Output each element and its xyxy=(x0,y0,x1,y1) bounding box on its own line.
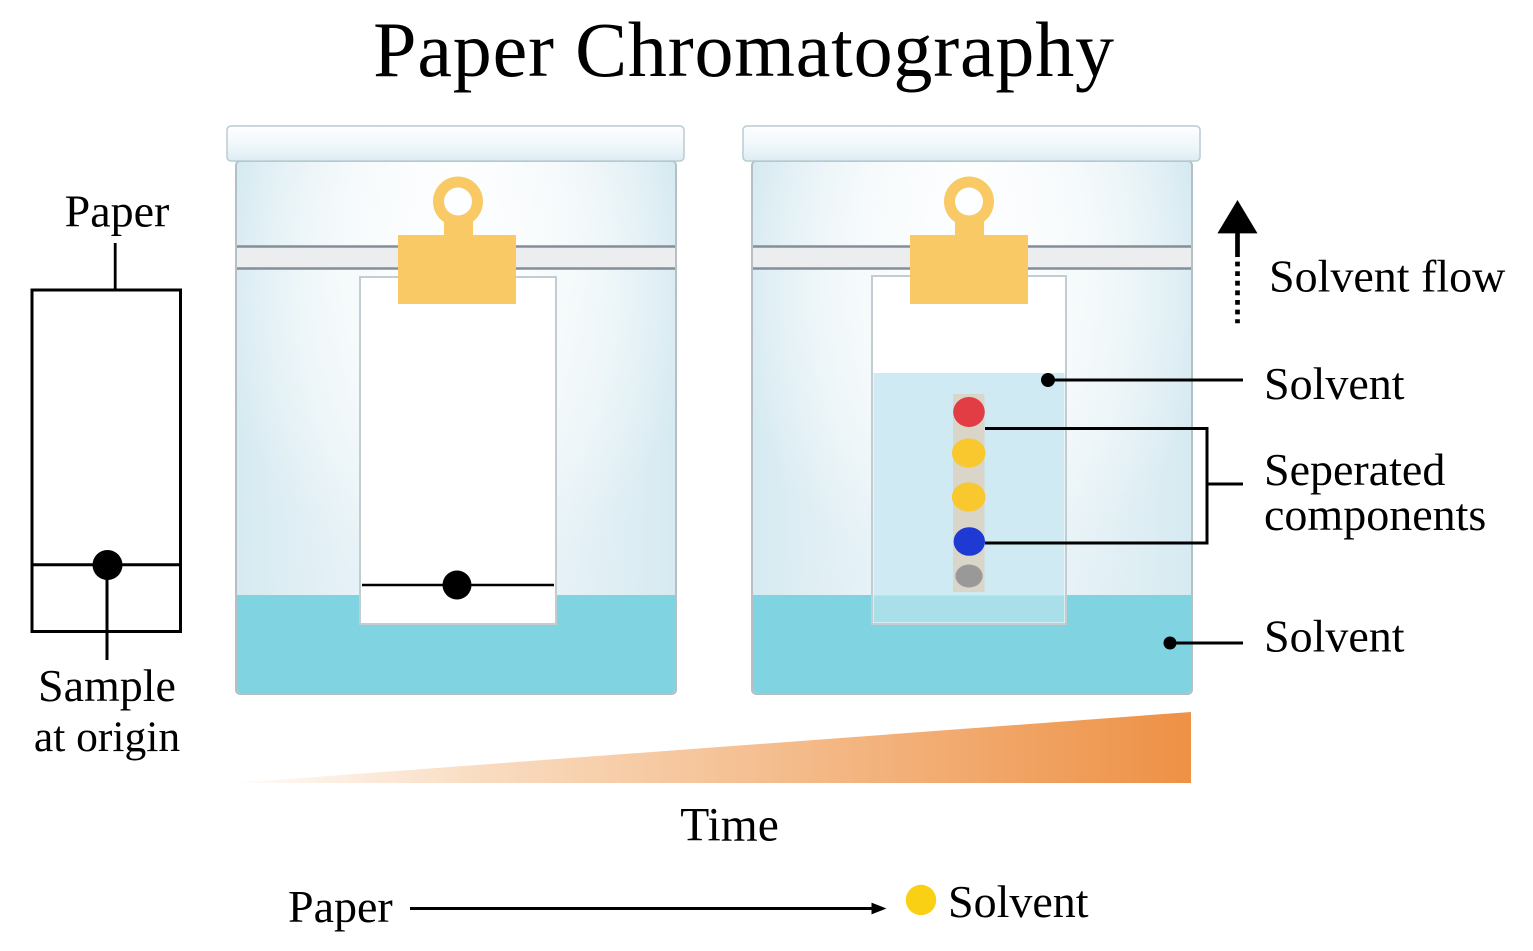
svg-text:Seperated: Seperated xyxy=(1264,444,1445,495)
svg-text:Solvent flow: Solvent flow xyxy=(1269,251,1506,302)
svg-text:Solvent: Solvent xyxy=(948,876,1089,927)
svg-text:Solvent: Solvent xyxy=(1264,611,1405,662)
svg-text:Solvent: Solvent xyxy=(1264,358,1405,409)
svg-text:Paper Chromatography: Paper Chromatography xyxy=(373,6,1115,93)
svg-text:Time: Time xyxy=(680,800,779,852)
svg-text:components: components xyxy=(1264,489,1486,540)
svg-text:Paper: Paper xyxy=(65,186,170,237)
svg-text:Paper: Paper xyxy=(288,881,393,932)
svg-text:at origin: at origin xyxy=(34,713,180,761)
svg-text:Sample: Sample xyxy=(38,660,176,711)
